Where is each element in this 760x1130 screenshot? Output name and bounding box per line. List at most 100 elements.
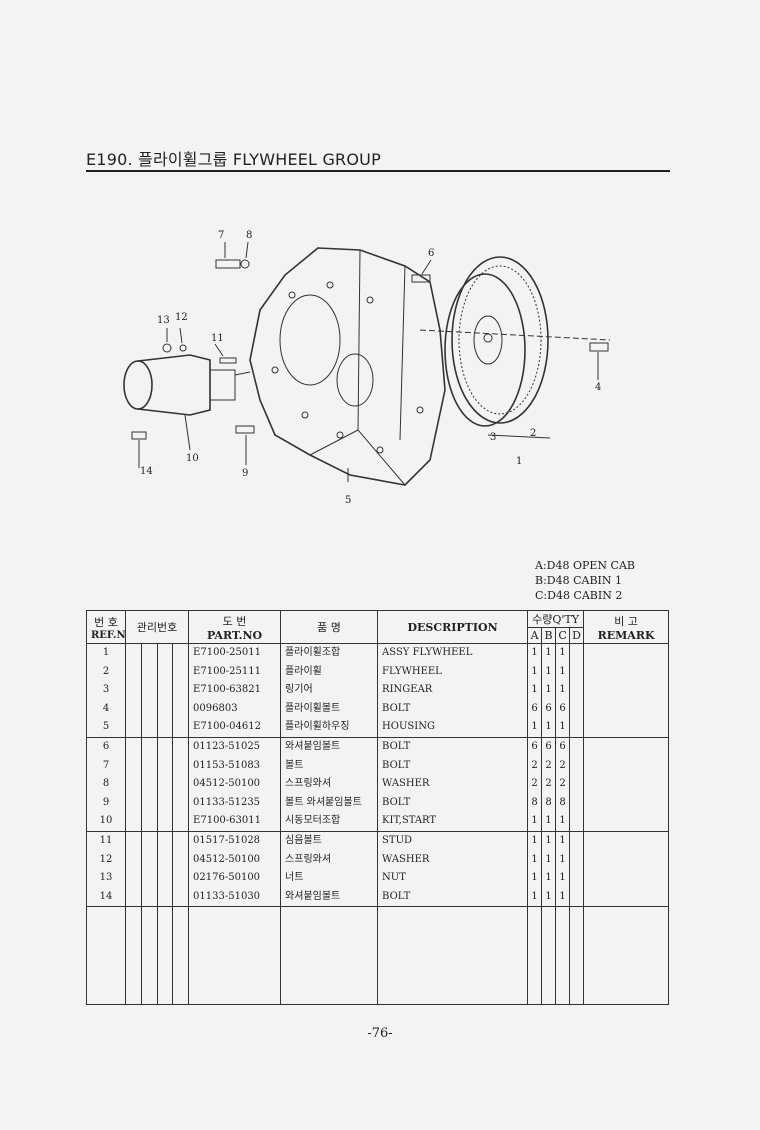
ref-cell: 13	[86, 869, 126, 888]
mgmt-cell	[141, 869, 158, 888]
remark-cell	[583, 737, 670, 757]
mgmt-cell	[141, 812, 158, 833]
mgmt-cell	[125, 718, 142, 739]
empty-cell	[541, 906, 557, 1005]
description-cell: KIT,START	[377, 812, 529, 833]
mgmt-cell	[125, 887, 142, 908]
header-qty-a: A	[527, 627, 543, 644]
mgmt-cell	[157, 850, 173, 870]
mgmt-cell	[125, 869, 142, 888]
ref-cell: 2	[86, 662, 126, 682]
header-name-ko: 품 명	[280, 610, 379, 644]
ref-cell: 9	[86, 793, 126, 813]
qty-b-cell: 2	[541, 775, 557, 794]
exploded-view-drawing: 7 8 6 13 12 11 4 3 2 1 10 14 9 5	[123, 230, 611, 506]
remark-cell	[583, 681, 670, 700]
callout-1: 1	[516, 456, 522, 467]
mgmt-cell	[157, 869, 173, 888]
mgmt-cell	[171, 850, 190, 870]
name-ko-cell: 플라이휠하우징	[280, 718, 379, 739]
name-ko-cell: 시동모터조합	[280, 812, 379, 833]
empty-cell	[280, 906, 379, 1005]
mgmt-cell	[141, 793, 158, 813]
qty-d-cell	[569, 850, 585, 870]
qty-d-cell	[569, 869, 585, 888]
empty-cell	[377, 906, 529, 1005]
empty-cell	[171, 906, 190, 1005]
part-no-cell: E7100-63821	[188, 681, 282, 700]
callout-14: 14	[140, 466, 153, 477]
mgmt-cell	[125, 812, 142, 833]
qty-c-cell: 1	[555, 643, 571, 663]
mgmt-cell	[157, 887, 173, 908]
remark-cell	[583, 793, 670, 813]
name-ko-cell: 플라이휠볼트	[280, 699, 379, 719]
remark-cell	[583, 662, 670, 682]
ref-cell: 10	[86, 812, 126, 833]
header-qty-b: B	[541, 627, 557, 644]
remark-cell	[583, 850, 670, 870]
header-remark: 비 고 REMARK	[583, 610, 670, 644]
qty-d-cell	[569, 681, 585, 700]
qty-b-cell: 1	[541, 831, 557, 851]
part-no-cell: 01133-51030	[188, 887, 282, 908]
qty-a-cell: 8	[527, 793, 543, 813]
mgmt-cell	[157, 775, 173, 794]
mgmt-cell	[141, 718, 158, 739]
mgmt-cell	[171, 737, 190, 757]
remark-cell	[583, 775, 670, 794]
qty-d-cell	[569, 812, 585, 833]
bolts-drawing	[131, 259, 609, 468]
qty-a-cell: 2	[527, 775, 543, 794]
qty-a-cell: 1	[527, 681, 543, 700]
name-ko-cell: 심음볼트	[280, 831, 379, 851]
part-no-cell: 04512-50100	[188, 775, 282, 794]
ref-cell: 1	[86, 643, 126, 663]
name-ko-cell: 스프링와셔	[280, 850, 379, 870]
leader-lines	[166, 241, 599, 482]
callout-9: 9	[242, 468, 248, 479]
qty-d-cell	[569, 737, 585, 757]
qty-c-cell: 1	[555, 887, 571, 908]
description-cell: WASHER	[377, 775, 529, 794]
part-no-cell: 01153-51083	[188, 756, 282, 776]
callout-10: 10	[186, 453, 199, 464]
qty-a-cell: 1	[527, 887, 543, 908]
description-cell: FLYWHEEL	[377, 662, 529, 682]
empty-cell	[86, 906, 126, 1005]
header-qty-d: D	[569, 627, 585, 644]
qty-b-cell: 1	[541, 643, 557, 663]
empty-cell	[569, 906, 585, 1005]
callout-8: 8	[246, 230, 252, 241]
remark-cell	[583, 869, 670, 888]
mgmt-cell	[157, 831, 173, 851]
mgmt-cell	[141, 756, 158, 776]
qty-d-cell	[569, 831, 585, 851]
qty-c-cell: 8	[555, 793, 571, 813]
mgmt-cell	[171, 869, 190, 888]
description-cell: ASSY FLYWHEEL	[377, 643, 529, 663]
qty-b-cell: 1	[541, 718, 557, 739]
mgmt-cell	[141, 775, 158, 794]
ref-cell: 5	[86, 718, 126, 739]
qty-b-cell: 1	[541, 681, 557, 700]
cab-legend-a: A:D48 OPEN CAB	[535, 559, 635, 572]
name-ko-cell: 플라이휠조합	[280, 643, 379, 663]
qty-b-cell: 1	[541, 850, 557, 870]
mgmt-cell	[157, 737, 173, 757]
description-cell: RINGEAR	[377, 681, 529, 700]
mgmt-cell	[171, 662, 190, 682]
mgmt-cell	[157, 662, 173, 682]
mgmt-cell	[141, 699, 158, 719]
description-cell: BOLT	[377, 699, 529, 719]
